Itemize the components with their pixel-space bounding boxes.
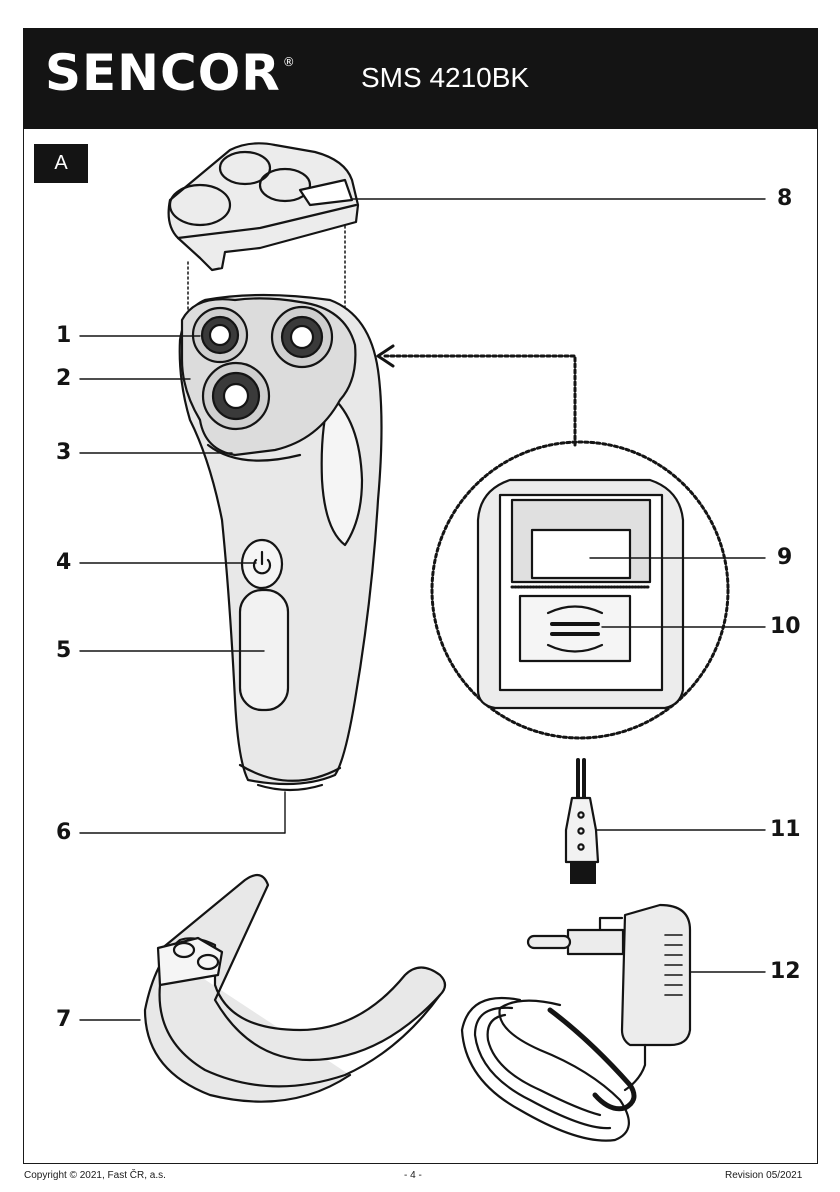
callout-9: 9 [777,547,792,569]
callout-12: 12 [770,961,801,983]
protective-cap-illustration [169,143,358,270]
callout-2: 2 [56,368,71,390]
callout-11: 11 [770,819,801,841]
power-adapter-illustration [462,905,690,1141]
callout-7: 7 [56,1009,71,1031]
footer-page-number: - 4 - [404,1170,422,1181]
callout-8: 8 [777,188,792,210]
callout-10: 10 [770,616,801,638]
footer-revision: Revision 05/2021 [725,1170,802,1181]
detail-trimmer-illustration [478,480,683,708]
cleaning-brush-illustration [566,760,598,884]
callout-5: 5 [56,640,71,662]
callout-1: 1 [56,325,71,347]
callout-6: 6 [56,822,71,844]
callout-4: 4 [56,552,71,574]
stand-illustration [145,875,445,1102]
shaver-body-illustration [180,295,382,790]
callout-3: 3 [56,442,71,464]
footer-copyright: Copyright © 2021, Fast ČR, a.s. [24,1170,166,1181]
